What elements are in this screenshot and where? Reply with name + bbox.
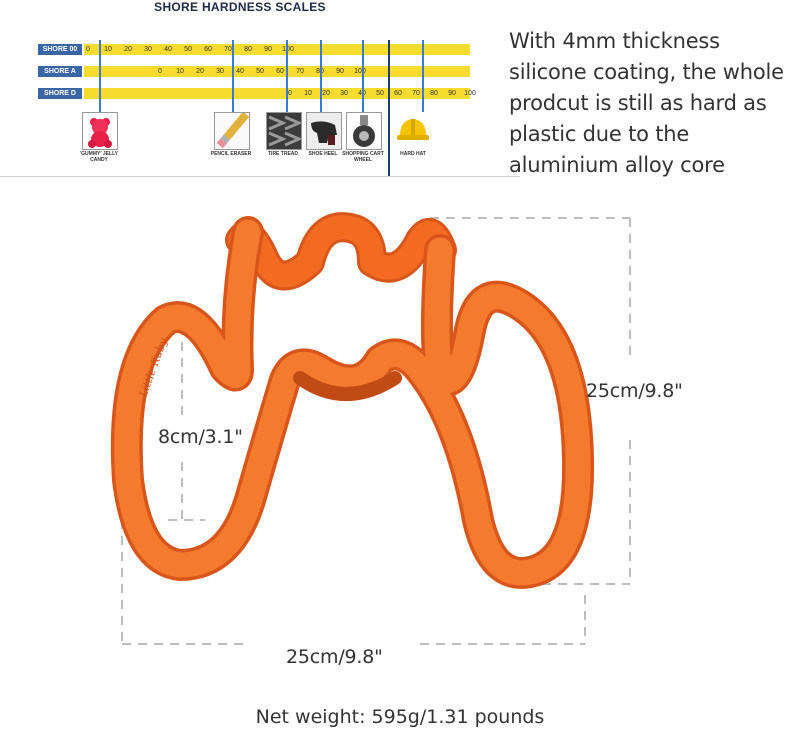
scale-tick: 30: [340, 90, 348, 97]
scale-tick: 30: [216, 68, 224, 75]
shore-hardness-chart: SHORE HARDNESS SCALES EXTRA SOFT SOFT ME…: [0, 0, 520, 177]
category-extra-soft: EXTRA SOFT: [105, 26, 151, 34]
example-caption: 'GUMMY' JELLY CANDY: [79, 151, 119, 163]
scale-tick: 0: [158, 68, 162, 75]
marker-line: [362, 40, 364, 112]
category-extra-hard: EXTRA HARD: [395, 26, 441, 34]
scale-tick: 40: [164, 46, 172, 53]
scale-tick: 10: [104, 46, 112, 53]
scale-tick: 90: [336, 68, 344, 75]
marker-line: [422, 40, 424, 112]
scale-tick: 0: [288, 90, 292, 97]
scale-tick: 20: [322, 90, 330, 97]
scale-tick: 60: [394, 90, 402, 97]
scale-bar-shore-00: 0 10 20 30 40 50 60 70 80 90 100: [84, 44, 470, 55]
scale-tick: 60: [276, 68, 284, 75]
scale-tick: 0: [86, 46, 90, 53]
example-caption: SHOPPING CART WHEEL: [342, 151, 384, 163]
shoe-heel-icon: [306, 112, 342, 150]
scale-tick: 70: [412, 90, 420, 97]
cart-wheel-icon: [346, 112, 382, 150]
category-medium-soft: MEDIUM SOFT: [235, 23, 265, 37]
scale-tick: 40: [236, 68, 244, 75]
scale-tick: 70: [296, 68, 304, 75]
scale-tick: 80: [244, 46, 252, 53]
coating-description: With 4mm thickness silicone coating, the…: [509, 29, 784, 177]
scale-tick: 80: [430, 90, 438, 97]
scale-tick: 50: [376, 90, 384, 97]
inner-height-label: 8cm/3.1": [158, 426, 243, 448]
tire-tread-icon: [266, 112, 302, 150]
scale-tick: 10: [304, 90, 312, 97]
scale-tick: 50: [256, 68, 264, 75]
marker-line: [286, 40, 288, 112]
scale-tick: 20: [124, 46, 132, 53]
scale-tick: 50: [184, 46, 192, 53]
scale-tick: 100: [354, 68, 366, 75]
width-label: 25cm/9.8": [286, 646, 383, 668]
height-label: 25cm/9.8": [586, 380, 683, 402]
scale-label-shore-d: SHORE D: [38, 88, 82, 99]
product-illustration: Little Ruby: [110, 212, 631, 645]
scale-tick: 100: [282, 46, 294, 53]
scale-label-shore-00: SHORE 00: [38, 44, 82, 55]
scale-tick: 100: [464, 90, 476, 97]
scale-tick: 90: [448, 90, 456, 97]
marker-line: [99, 40, 101, 112]
orange-loop-toy: [110, 212, 595, 589]
example-caption: TIRE TREAD: [268, 151, 298, 157]
hard-hat-icon: [396, 112, 430, 148]
category-medium-hard: MEDIUM HARD: [279, 23, 309, 37]
chart-title: SHORE HARDNESS SCALES: [154, 0, 326, 14]
marker-line: [320, 40, 322, 112]
category-hard: HARD: [330, 26, 352, 34]
category-soft: SOFT: [191, 26, 211, 34]
example-caption: HARD HAT: [400, 151, 426, 157]
pencil-eraser-icon: [214, 112, 250, 150]
example-caption: PENCIL ERASER: [210, 151, 252, 157]
gummy-bear-icon: [82, 112, 118, 150]
scale-tick: 90: [264, 46, 272, 53]
marker-line: [232, 40, 234, 112]
scale-label-shore-a: SHORE A: [38, 66, 82, 77]
net-weight-label: Net weight: 595g/1.31 pounds: [255, 706, 545, 728]
divider: [0, 176, 520, 177]
example-caption: SHOE HEEL: [308, 151, 338, 157]
marker-line: [388, 40, 390, 176]
scale-tick: 60: [204, 46, 212, 53]
scale-tick: 20: [196, 68, 204, 75]
scale-tick: 10: [176, 68, 184, 75]
dimension-guides: [121, 217, 631, 645]
scale-tick: 70: [224, 46, 232, 53]
scale-tick: 30: [144, 46, 152, 53]
